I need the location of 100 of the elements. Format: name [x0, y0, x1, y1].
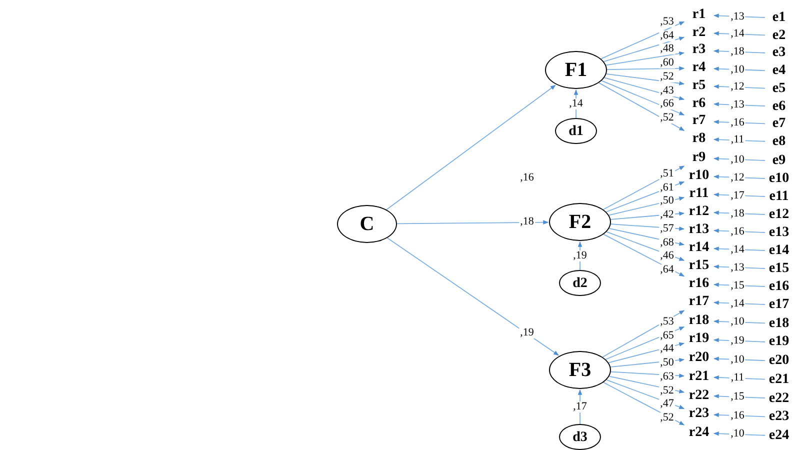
variable-label: r17	[685, 294, 713, 310]
variable-label: r9	[685, 150, 713, 166]
arrow	[396, 220, 549, 224]
variable-label: r5	[685, 78, 713, 94]
arrow	[598, 82, 685, 132]
edge-label: ,11	[730, 134, 746, 146]
arrow	[713, 66, 766, 72]
edge-label: ,18	[519, 216, 535, 228]
variable-label: e7	[765, 116, 793, 132]
arrow	[601, 80, 685, 116]
arrow	[713, 431, 766, 436]
arrow	[713, 394, 766, 398]
edge-label: ,51	[659, 168, 675, 180]
edge-label: ,10	[730, 154, 746, 166]
variable-label: e3	[765, 45, 793, 62]
variable-label: r2	[685, 24, 713, 41]
arrow	[610, 212, 685, 220]
edge-label: ,16	[730, 226, 746, 238]
arrow	[600, 21, 685, 60]
edge-label: ,47	[659, 398, 675, 410]
arrow	[603, 234, 685, 277]
edge-label: ,13	[730, 11, 746, 22]
variable-label: r16	[685, 276, 713, 292]
variable-label: e21	[765, 372, 793, 388]
arrow	[713, 412, 766, 418]
edge-label: ,16	[730, 117, 746, 128]
arrow	[604, 77, 685, 100]
edge-label: ,43	[659, 85, 675, 96]
arrow	[713, 48, 766, 54]
edge-label: ,52	[659, 112, 675, 124]
edge-label: ,44	[659, 344, 675, 355]
edge-label: ,52	[659, 71, 675, 82]
arrow	[606, 181, 685, 212]
edge-label: ,52	[659, 385, 675, 396]
edge-label: ,63	[659, 371, 675, 382]
variable-label: r3	[685, 42, 713, 58]
arrow	[608, 342, 685, 364]
arrow	[713, 246, 766, 251]
variable-label: r14	[685, 240, 713, 256]
variable-label: e24	[765, 428, 793, 444]
variable-label: e19	[765, 334, 793, 350]
latent-variable-ellipse: C	[337, 205, 397, 243]
arrow	[606, 231, 685, 261]
arrow	[574, 89, 578, 118]
variable-label: e13	[765, 225, 793, 241]
arrow	[713, 338, 766, 342]
arrow	[713, 300, 766, 305]
variable-label: e11	[765, 189, 793, 205]
arrow	[713, 84, 766, 89]
variable-label: e1	[765, 10, 793, 26]
edge-label: ,10	[730, 64, 746, 76]
variable-label: r24	[685, 424, 713, 441]
edge-label: ,16	[519, 172, 535, 184]
edge-label: ,57	[659, 223, 675, 234]
edge-label: ,12	[730, 82, 746, 93]
variable-label: r15	[685, 258, 713, 274]
variable-label: r13	[685, 222, 713, 238]
edge-label: ,14	[568, 98, 584, 110]
variable-label: e23	[765, 409, 793, 426]
arrow	[713, 120, 766, 124]
variable-label: r1	[685, 7, 713, 23]
edge-label: ,42	[659, 210, 675, 221]
edge-label: ,50	[659, 358, 675, 369]
variable-label: r11	[685, 186, 713, 202]
arrow	[713, 264, 766, 269]
variable-label: e12	[765, 207, 793, 223]
edge-label: ,60	[659, 58, 675, 69]
edge-label: ,18	[730, 208, 746, 220]
arrow	[713, 102, 766, 106]
variable-label: e2	[765, 28, 793, 44]
variable-label: r19	[685, 331, 713, 348]
arrow	[386, 84, 556, 210]
arrow	[606, 51, 685, 66]
edge-label: ,50	[659, 196, 675, 207]
edge-label: ,53	[659, 16, 675, 28]
arrow	[713, 319, 766, 324]
edge-label: ,17	[572, 402, 588, 412]
arrow	[606, 66, 685, 71]
edge-label: ,46	[659, 250, 675, 262]
edge-label: ,10	[730, 354, 746, 366]
arrow	[610, 358, 685, 368]
arrow	[713, 14, 766, 18]
edge-label: ,52	[659, 412, 675, 424]
arrow	[713, 375, 766, 380]
variable-label: e8	[765, 134, 793, 150]
variable-label: r12	[685, 204, 713, 220]
arrow	[713, 137, 766, 142]
edge-label: ,17	[730, 190, 746, 202]
variable-label: e10	[765, 171, 793, 187]
variable-label: e22	[765, 390, 793, 406]
arrow	[606, 379, 685, 410]
edge-label: ,16	[730, 410, 746, 422]
edge-label: ,61	[659, 182, 675, 194]
edge-label: ,14	[730, 244, 746, 256]
edge-label: ,15	[730, 392, 746, 403]
edge-label: ,19	[730, 335, 746, 346]
variable-label: r23	[685, 406, 713, 422]
arrow	[602, 310, 685, 358]
arrow	[605, 326, 685, 360]
latent-variable-ellipse: F1	[545, 51, 607, 89]
